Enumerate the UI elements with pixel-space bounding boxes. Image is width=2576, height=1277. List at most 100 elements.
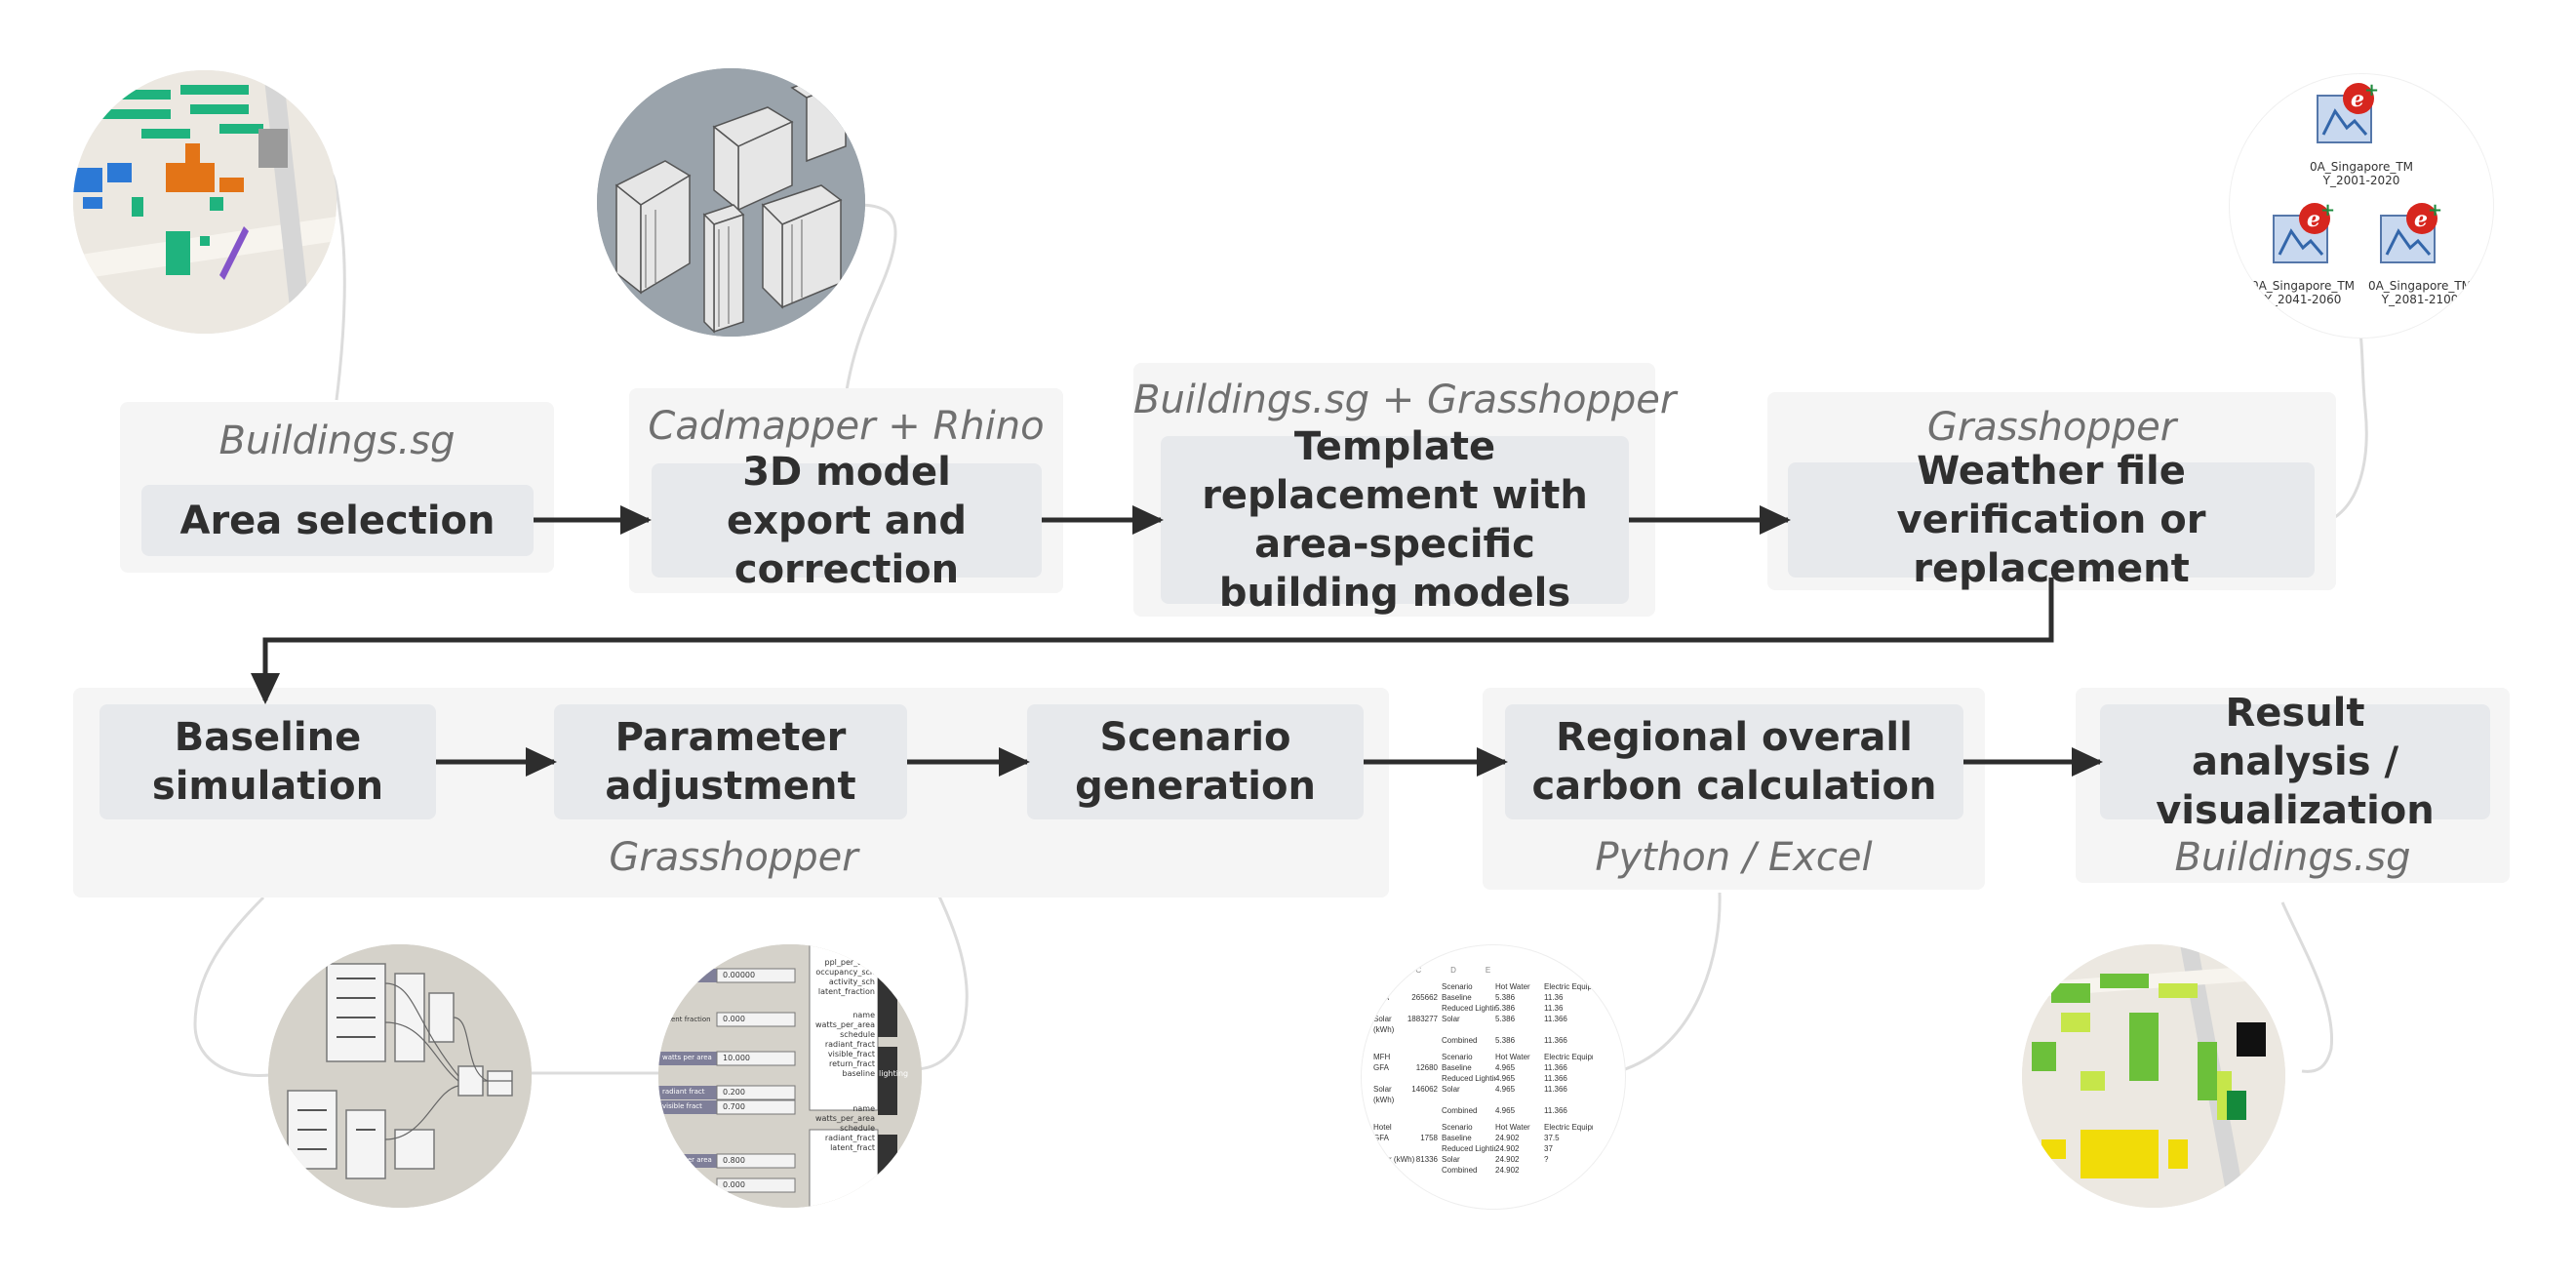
gh-slider-value: 0.700 xyxy=(723,1102,745,1111)
excel-header: Electric Equipment xyxy=(1544,982,1593,991)
step-area-selection: Area selection xyxy=(141,485,534,556)
svg-text:e: e xyxy=(2307,207,2320,232)
excel-row-lead xyxy=(1373,1105,1442,1116)
step-scenario-generation: Scenario generation xyxy=(1027,704,1364,819)
excel-cell: 11.366 xyxy=(1544,1106,1567,1115)
excel-cell: 5.386 xyxy=(1495,993,1516,1002)
weather-file-label: 0A_Singapore_TMY_2041-2060 xyxy=(2250,279,2356,306)
tool-label-buildings-sg: Buildings.sg xyxy=(218,419,456,463)
excel-cell: 4.965 xyxy=(1495,1074,1516,1083)
gh-node-label: watts_per_area xyxy=(814,1020,875,1029)
excel-row-lead xyxy=(1373,1035,1442,1046)
excel-cell: Baseline xyxy=(1442,1063,1472,1072)
gh-node-label: activity_sch xyxy=(828,978,875,986)
step-3d-model-export: 3D model export and correction xyxy=(652,450,1042,592)
excel-header: Electric Equipment xyxy=(1544,1123,1593,1132)
tool-label-cadmapper-rhino: Cadmapper + Rhino xyxy=(648,404,1045,449)
svg-text:+: + xyxy=(2320,200,2335,220)
tool-label-buildings-sg-row2: Buildings.sg xyxy=(2174,835,2411,880)
excel-row-lead: Solar (kWh)1883277 xyxy=(1373,1014,1442,1035)
gh-node-label: latent_fract xyxy=(830,1143,875,1152)
excel-solar-value: 81336 xyxy=(1415,1155,1438,1164)
excel-cell: Combined xyxy=(1442,1106,1478,1115)
excel-gfa-value: 1758 xyxy=(1420,1134,1438,1142)
excel-column-letter: B xyxy=(1381,966,1387,975)
excel-cell: 11.36 xyxy=(1544,993,1564,1002)
gh-node-label: name xyxy=(852,948,875,957)
grasshopper-parameters-thumbnail: name ppl_per_area occupancy_sch activity… xyxy=(658,944,922,1208)
energyplus-icon: e + xyxy=(2380,200,2442,263)
grasshopper-parameter-image xyxy=(658,944,922,1208)
excel-cell: Solar xyxy=(1442,1085,1460,1094)
excel-gfa-label: GFA xyxy=(1373,1134,1390,1142)
excel-cell: 5.386 xyxy=(1495,1015,1516,1023)
excel-cell: Combined xyxy=(1442,1036,1478,1045)
excel-cell: 24.902 xyxy=(1495,1155,1520,1164)
tool-label-python-excel: Python / Excel xyxy=(1595,835,1873,880)
excel-cell: 5.386 xyxy=(1495,1004,1516,1013)
gh-node-label: visible_fract xyxy=(827,1050,875,1058)
excel-row-lead xyxy=(1373,1143,1442,1154)
excel-column-letter: E xyxy=(1485,966,1491,975)
svg-text:e: e xyxy=(2414,207,2428,232)
gh-node-label: name xyxy=(852,1104,875,1113)
gh-lighting-label: lighting xyxy=(879,1069,909,1078)
excel-header: Hot Water xyxy=(1495,1053,1530,1061)
excel-cell: 4.965 xyxy=(1495,1085,1516,1094)
excel-cell: 4.965 xyxy=(1495,1063,1516,1072)
tool-label-grasshopper: Grasshopper xyxy=(1926,405,2177,450)
excel-cell: Reduced Lighting xyxy=(1442,1144,1495,1153)
result-map-thumbnail xyxy=(2022,944,2285,1208)
excel-header: Scenario xyxy=(1442,1053,1473,1061)
excel-cell: Reduced Lighting xyxy=(1442,1004,1495,1013)
gh-slider-label: visible fract xyxy=(662,1102,702,1110)
excel-cell: 11.366 xyxy=(1544,1063,1567,1072)
tool-label-grasshopper-row2: Grasshopper xyxy=(609,835,858,880)
excel-cell: 11.366 xyxy=(1544,1085,1567,1094)
excel-cell xyxy=(1544,1165,1593,1176)
excel-row-lead: GFA 1758 xyxy=(1373,1133,1442,1143)
excel-solar-label: Solar (kWh) xyxy=(1373,1085,1395,1104)
3d-model-image xyxy=(597,68,865,337)
energyplus-icon: e + xyxy=(2317,80,2379,143)
weather-file-label: 0A_Singapore_TMY_2001-2020 xyxy=(2309,160,2414,187)
excel-column-letter: C xyxy=(1415,966,1422,975)
gh-slider-label: radiant fract xyxy=(662,1088,705,1096)
svg-text:+: + xyxy=(2364,80,2379,100)
gh-node-label: name xyxy=(852,1011,875,1019)
excel-cell: 24.902 xyxy=(1495,1134,1520,1142)
gh-slider-label: watts per area xyxy=(662,1054,712,1061)
3d-model-thumbnail xyxy=(597,68,865,337)
excel-cell: 37 xyxy=(1544,1144,1553,1153)
gh-node-label: return_fract xyxy=(828,1059,875,1068)
gh-node-label: radiant_fract xyxy=(824,1134,875,1142)
excel-cell: Combined xyxy=(1442,1166,1478,1175)
gh-node-label: schedule xyxy=(840,1124,875,1133)
excel-cell: Solar xyxy=(1442,1155,1460,1164)
grasshopper-canvas-image xyxy=(268,944,532,1208)
excel-gfa-value: 12680 xyxy=(1415,1063,1438,1072)
weather-file-label: 0A_Singapore_TMY_2081-2100 xyxy=(2367,279,2473,306)
gh-slider-value: 0.000 xyxy=(723,1015,745,1023)
excel-row-lead: Solar (kWh)81336 xyxy=(1373,1154,1442,1165)
excel-building-type: MFH xyxy=(1373,1053,1391,1061)
area-map-thumbnail xyxy=(73,70,337,334)
step-parameter-adjustment: Parameter adjustment xyxy=(554,704,907,819)
excel-cell: 24.902 xyxy=(1495,1166,1520,1175)
excel-header: Scenario xyxy=(1442,982,1473,991)
excel-cell: Baseline xyxy=(1442,1134,1472,1142)
excel-cell: ? xyxy=(1544,1155,1549,1164)
